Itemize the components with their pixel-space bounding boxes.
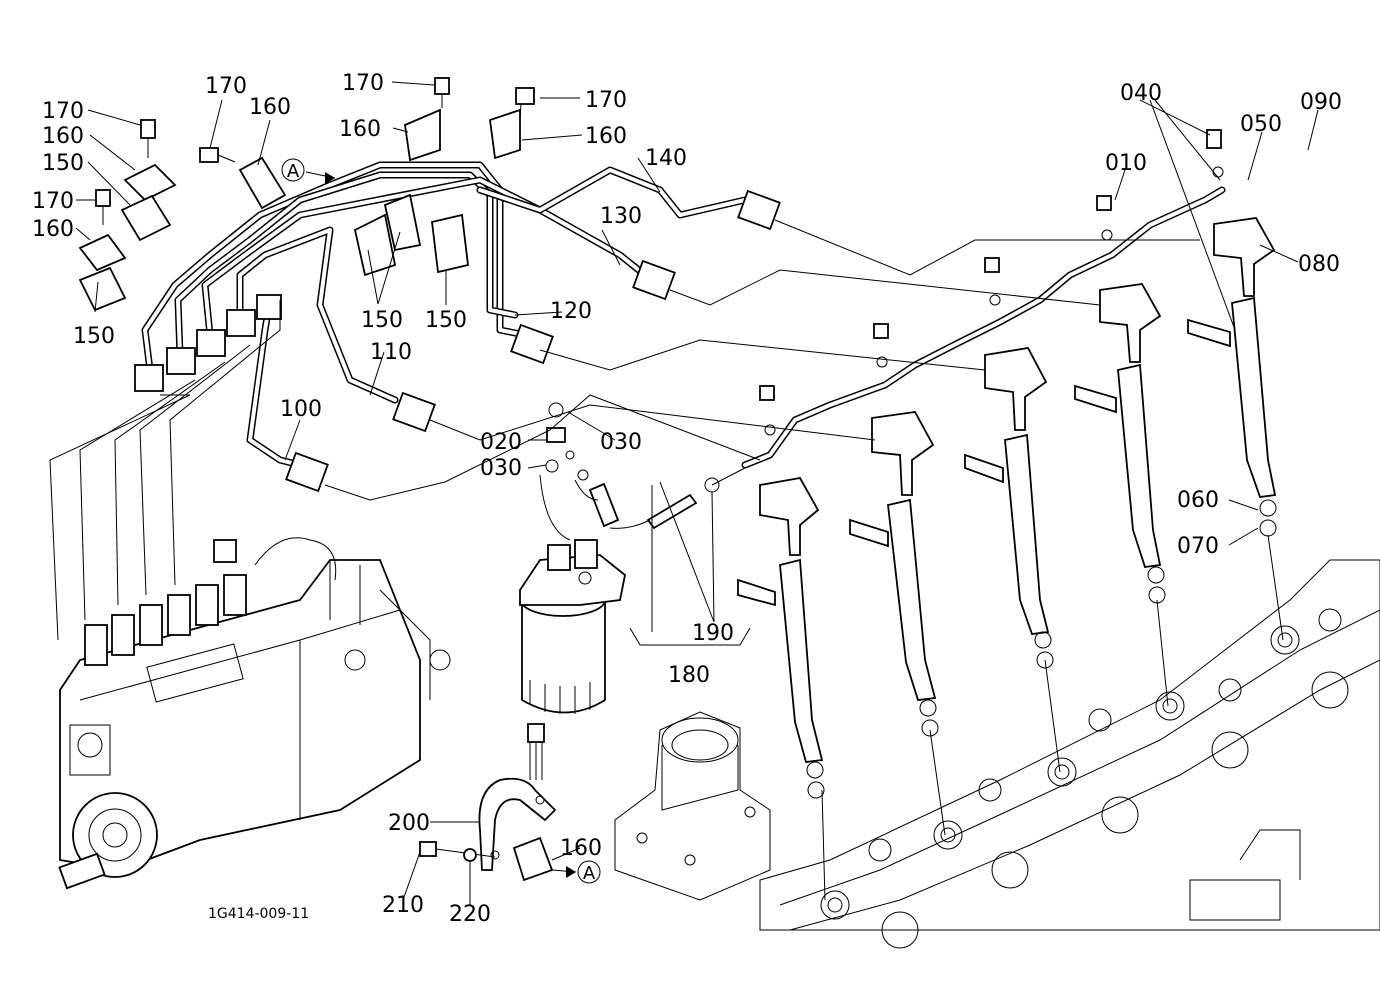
callout-190: 190 (692, 621, 734, 646)
callout-170-a: 170 (42, 99, 84, 124)
figure-code: 1G414-009-11 (208, 906, 309, 922)
nozzle-1 (737, 477, 825, 799)
callout-080: 080 (1298, 252, 1340, 277)
reference-mark-bottom (577, 860, 601, 884)
reference-arrows: A A (281, 158, 601, 884)
nozzle-4 (1074, 283, 1166, 604)
fuel-filter (478, 539, 626, 871)
callout-170-b: 170 (32, 189, 74, 214)
callout-040: 040 (1120, 81, 1162, 106)
callout-170-d: 170 (342, 71, 384, 96)
injection-pipes (134, 161, 781, 493)
callout-020: 020 (480, 430, 522, 455)
cylinder-head (759, 559, 1380, 949)
callout-200: 200 (388, 811, 430, 836)
nozzle-2 (849, 411, 939, 737)
callout-180: 180 (668, 663, 710, 688)
reference-mark-text-bottom: A (583, 863, 596, 884)
callout-110: 110 (370, 340, 412, 365)
callout-070: 070 (1177, 534, 1219, 559)
callout-030-a: 030 (600, 430, 642, 455)
callout-170-e: 170 (585, 88, 627, 113)
callout-220: 220 (449, 902, 491, 927)
callout-160-f: 160 (560, 836, 602, 861)
callout-150-c: 150 (361, 308, 403, 333)
callout-210: 210 (382, 893, 424, 918)
callout-120: 120 (550, 299, 592, 324)
nozzle-5 (1187, 217, 1277, 537)
reference-mark-top (281, 158, 305, 182)
injection-nozzles (737, 217, 1277, 799)
callout-050: 050 (1240, 112, 1282, 137)
callout-150-d: 150 (425, 308, 467, 333)
callout-100: 100 (280, 397, 322, 422)
reference-mark-text-top: A (287, 161, 300, 182)
callout-130: 130 (600, 204, 642, 229)
callout-060: 060 (1177, 488, 1219, 513)
callout-140: 140 (645, 146, 687, 171)
injection-pump (58, 537, 451, 890)
fuel-hoses (539, 402, 746, 541)
callout-160-d: 160 (339, 117, 381, 142)
callout-labels: 170 160 150 170 160 150 170 160 170 160 … (32, 71, 1342, 927)
callout-150-a: 150 (42, 151, 84, 176)
nozzle-3 (964, 347, 1054, 669)
callout-160-b: 160 (32, 217, 74, 242)
overflow-pipe (741, 129, 1226, 469)
callout-010: 010 (1105, 151, 1147, 176)
leader-lines (49, 81, 1319, 905)
callout-150-b: 150 (73, 324, 115, 349)
callout-170-c: 170 (205, 74, 247, 99)
pipe-clamps (78, 77, 554, 882)
callout-090: 090 (1300, 90, 1342, 115)
callout-030-b: 030 (480, 456, 522, 481)
thermostat-housing (614, 711, 771, 901)
callout-160-c: 160 (249, 95, 291, 120)
callout-160-e: 160 (585, 124, 627, 149)
callout-160-a: 160 (42, 124, 84, 149)
